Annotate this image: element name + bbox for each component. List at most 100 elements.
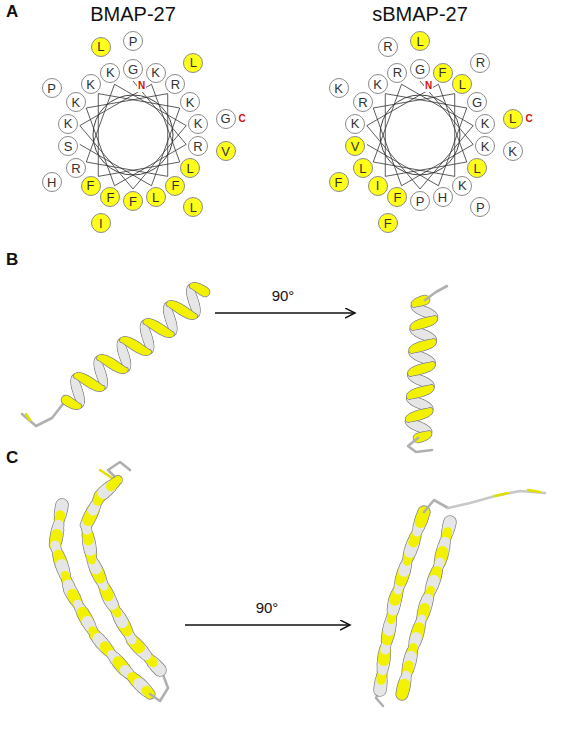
ribbon-segment [171,332,172,336]
terminus-label: N [424,80,433,92]
wheel-chord [385,162,466,176]
residue-letter: R [358,96,367,109]
residue-letter: V [351,140,360,153]
residue-letter: K [334,82,343,95]
residue-letter: L [509,112,516,125]
alpha-helix [66,286,205,406]
residue-circle: F [81,176,101,196]
residue-circle: K [66,92,86,112]
rotation-angle: 90° [256,599,279,616]
residue-letter: K [106,66,115,79]
residue-letter: G [221,112,231,125]
ribbon-edge [433,315,437,320]
ribbon-segment [431,362,432,368]
peptide-name: sBMAP-27 [372,3,468,26]
residue-circle: L [467,158,487,178]
ribbon-segment [432,316,437,321]
ribbon-edge [78,403,79,409]
residue-letter: L [152,191,159,204]
coil [425,286,447,300]
terminus-label: C [525,113,534,125]
ribbon-segment [101,386,105,389]
ribbon-segment [432,339,435,343]
residue-circle: I [368,176,388,196]
residue-circle: K [452,176,472,196]
residue-circle: L [180,158,200,178]
residue-letter: F [106,191,114,204]
ribbon-edge [194,313,195,319]
residue-letter: L [416,35,423,48]
wheel-hub [93,95,173,175]
residue-circle: L [183,197,203,217]
residue-circle: K [100,63,120,83]
ribbon-edge [428,384,434,391]
residue-letter: K [373,78,382,91]
residue-letter: I [99,217,103,230]
panel-letter: C [6,448,18,468]
ribbon-segment [428,408,433,413]
residue-circle: I [91,213,111,233]
residue-letter: H [438,191,447,204]
helical-wheel-lines [80,81,473,189]
residue-letter: K [64,117,73,130]
terminus-label: C [238,113,247,125]
residue-letter: L [474,162,481,175]
ribbon-edge [430,384,431,392]
coil [26,414,30,420]
residue-circle: P [42,78,62,98]
residue-letter: K [481,140,490,153]
residue-letter: K [151,66,160,79]
residue-circle: K [503,141,523,161]
ribbon-edge [430,338,436,345]
residue-circle: F [100,187,120,207]
ribbon-edge [432,338,436,343]
residue-letter: L [190,56,197,69]
residue-letter: L [97,40,104,53]
residue-circle: K [180,92,200,112]
residue-circle: P [470,197,490,217]
ribbon-segment [148,350,153,351]
residue-circle: L [146,187,166,207]
residue-circle: F [387,187,407,207]
residue-circle: K [329,78,349,98]
wheel-chord [98,94,99,177]
ribbon-structures [22,286,545,706]
residue-circle: H [42,172,62,192]
residue-circle: K [345,114,365,134]
residue-letter: K [351,117,360,130]
ribbon-segment [429,408,432,412]
wheel-chord [385,94,386,177]
residue-circle: R [470,53,490,73]
residue-letter: K [71,96,80,109]
ribbon-edge [124,367,125,373]
residue-letter: F [335,176,343,189]
residue-letter: G [472,96,482,109]
rotation-arrow [185,624,350,626]
residue-circle: R [353,92,373,112]
ribbon-segment [78,404,82,407]
ribbon-segment [402,689,403,694]
wheel-chord [98,162,179,176]
residue-letter: K [194,117,203,130]
ribbon-edge [427,430,431,435]
ribbon-segment [114,480,118,483]
wheel-hub [380,95,460,175]
ribbon-segment [78,404,79,408]
wheel-chord [98,94,179,108]
ribbon-edge [432,338,433,346]
residue-letter: H [47,176,56,189]
residue-circle: L [91,37,111,57]
residue-circle: L [353,158,373,178]
residue-letter: L [187,162,194,175]
residue-circle: L [503,109,523,129]
residue-circle: G [410,59,430,79]
ribbon-edge [428,407,432,412]
ribbon-segment [430,362,435,367]
coil [495,493,508,496]
residue-letter: I [376,179,380,192]
ribbon-edge [202,290,205,292]
ribbon-segment [431,362,434,366]
residue-letter: R [171,78,180,91]
ribbon-edge [147,349,148,355]
